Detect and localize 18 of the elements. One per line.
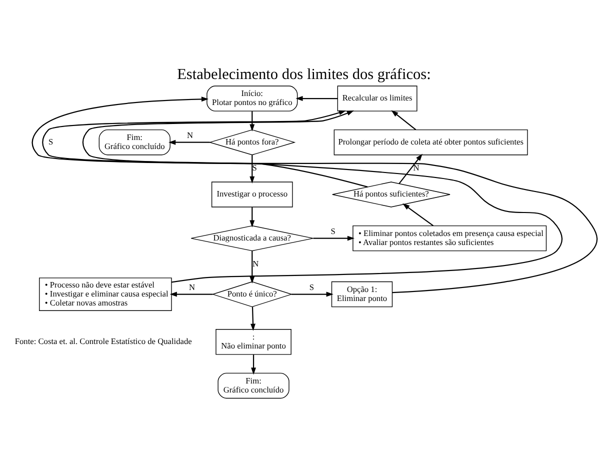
arrow [82,110,598,294]
arrow [292,292,334,297]
arrow [398,154,422,184]
arrow [32,96,562,283]
arrow [251,354,256,375]
arrow [250,250,255,284]
arrow [250,306,256,331]
arrow [250,155,255,184]
arrow [402,203,434,226]
arrow [168,140,210,145]
diagram-title: Estabelecimento dos limites dos gráficos: [177,66,431,83]
arrow [250,207,255,228]
arrow [313,236,355,241]
arrow [250,111,255,132]
arrow [296,96,338,102]
arrow [391,110,416,130]
arrow [170,292,213,297]
arrow [42,110,368,188]
